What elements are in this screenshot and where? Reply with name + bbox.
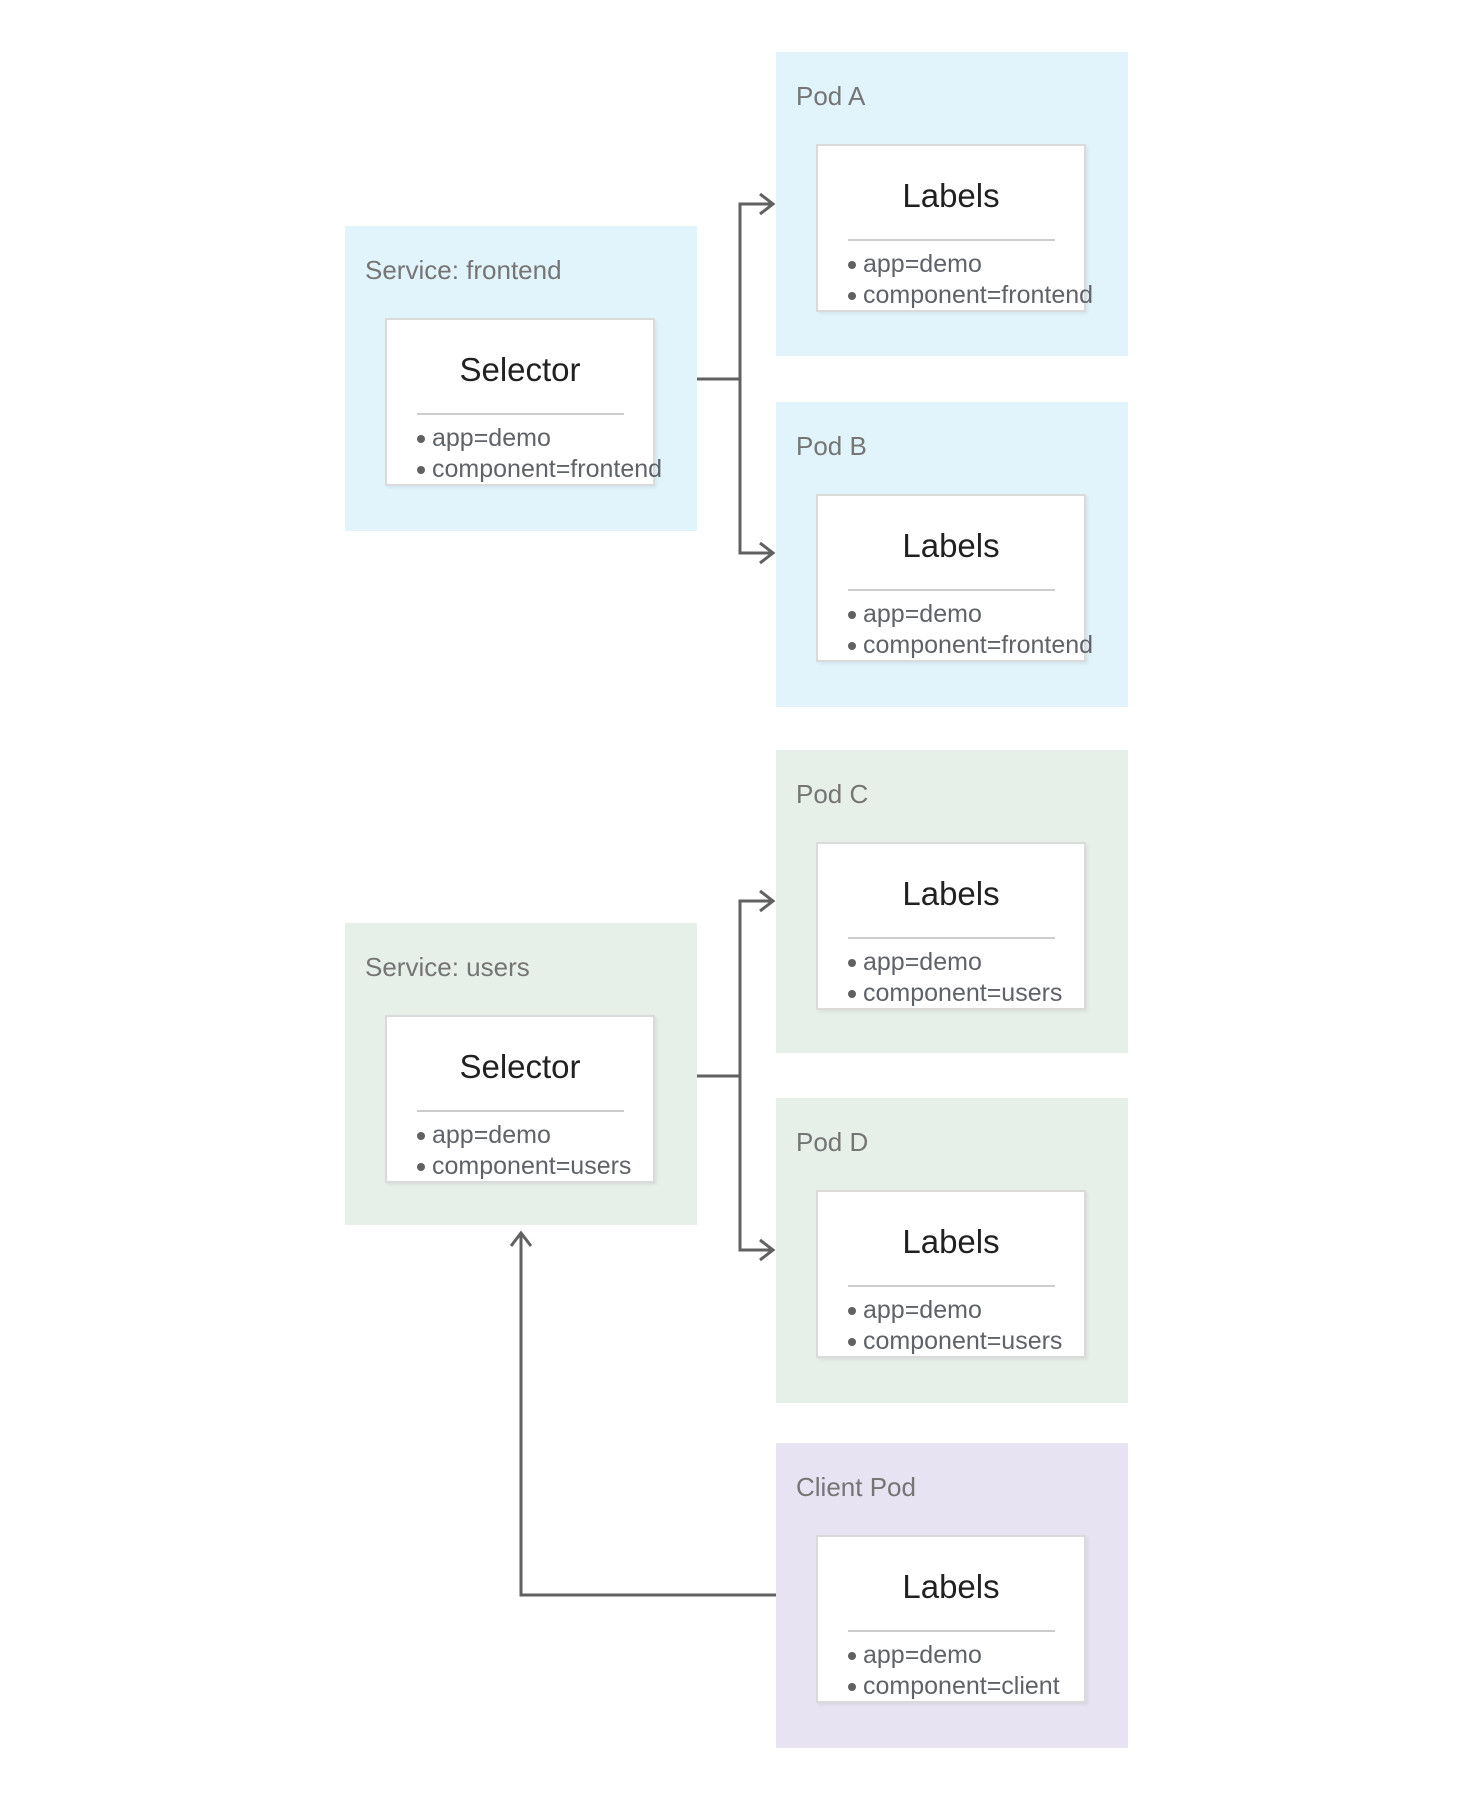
labels-card-pod-a: Labels app=demo component=frontend (816, 144, 1093, 312)
labels-list: app=demo component=frontend (818, 599, 1093, 661)
selector-item: app=demo (387, 423, 653, 454)
selector-list: app=demo component=users (387, 1120, 653, 1182)
selector-item: app=demo (387, 1120, 653, 1151)
labels-card-pod-c: Labels app=demo component=users (816, 842, 1086, 1010)
selector-item: component=frontend (387, 454, 662, 485)
selector-item: component=users (387, 1151, 653, 1182)
label-item: app=demo (818, 1640, 1084, 1671)
pod-d-box: Pod D Labels app=demo component=users (776, 1098, 1128, 1403)
labels-list: app=demo component=users (818, 1295, 1084, 1357)
selector-card-users: Selector app=demo component=users (385, 1015, 655, 1183)
card-title: Labels (902, 875, 1000, 912)
label-item: component=frontend (818, 280, 1093, 311)
service-frontend-box: Service: frontend Selector app=demo comp… (345, 226, 697, 531)
client-pod-label: Client Pod (796, 1472, 916, 1502)
label-item: app=demo (818, 947, 1084, 978)
label-item: component=client (818, 1671, 1084, 1702)
card-divider (847, 589, 1055, 591)
card-title: Labels (902, 1223, 1000, 1260)
labels-card-client-pod: Labels app=demo component=client (816, 1535, 1086, 1703)
arrow-service-frontend-to-pod-a (738, 192, 776, 379)
card-divider (847, 1630, 1055, 1632)
label-item: app=demo (818, 1295, 1084, 1326)
card-title: Labels (902, 527, 1000, 564)
labels-card-pod-d: Labels app=demo component=users (816, 1190, 1086, 1358)
card-divider (847, 239, 1055, 241)
pod-b-box: Pod B Labels app=demo component=frontend (776, 402, 1128, 707)
card-divider (416, 1110, 624, 1112)
pod-c-box: Pod C Labels app=demo component=users (776, 750, 1128, 1053)
labels-list: app=demo component=client (818, 1640, 1084, 1702)
label-item: component=users (818, 1326, 1084, 1357)
labels-card-pod-b: Labels app=demo component=frontend (816, 494, 1093, 662)
service-users-label: Service: users (365, 952, 530, 982)
labels-list: app=demo component=frontend (818, 249, 1093, 311)
selector-card-frontend: Selector app=demo component=frontend (385, 318, 662, 486)
label-item: component=users (818, 978, 1084, 1009)
card-divider (416, 413, 624, 415)
arrow-service-users-to-pod-d (738, 1076, 776, 1262)
selector-list: app=demo component=frontend (387, 423, 662, 485)
arrow-client-pod-to-service-users (509, 1230, 776, 1597)
pod-d-label: Pod D (796, 1127, 869, 1157)
label-item: app=demo (818, 599, 1084, 630)
label-item: component=frontend (818, 630, 1093, 661)
service-users-box: Service: users Selector app=demo compone… (345, 923, 697, 1225)
label-item: app=demo (818, 249, 1084, 280)
card-title: Labels (902, 177, 1000, 214)
arrow-service-frontend-to-pod-b (738, 379, 776, 565)
card-divider (847, 937, 1055, 939)
card-divider (847, 1285, 1055, 1287)
client-pod-box: Client Pod Labels app=demo component=cli… (776, 1443, 1128, 1748)
pod-a-label: Pod A (796, 81, 866, 111)
pod-c-label: Pod C (796, 779, 869, 809)
pod-a-box: Pod A Labels app=demo component=frontend (776, 52, 1128, 356)
service-frontend-label: Service: frontend (365, 255, 562, 285)
arrow-service-users-to-pod-c (738, 889, 776, 1076)
labels-list: app=demo component=users (818, 947, 1084, 1009)
card-title: Labels (902, 1568, 1000, 1605)
card-title: Selector (459, 1048, 581, 1085)
pod-b-label: Pod B (796, 431, 867, 461)
card-title: Selector (459, 351, 581, 388)
